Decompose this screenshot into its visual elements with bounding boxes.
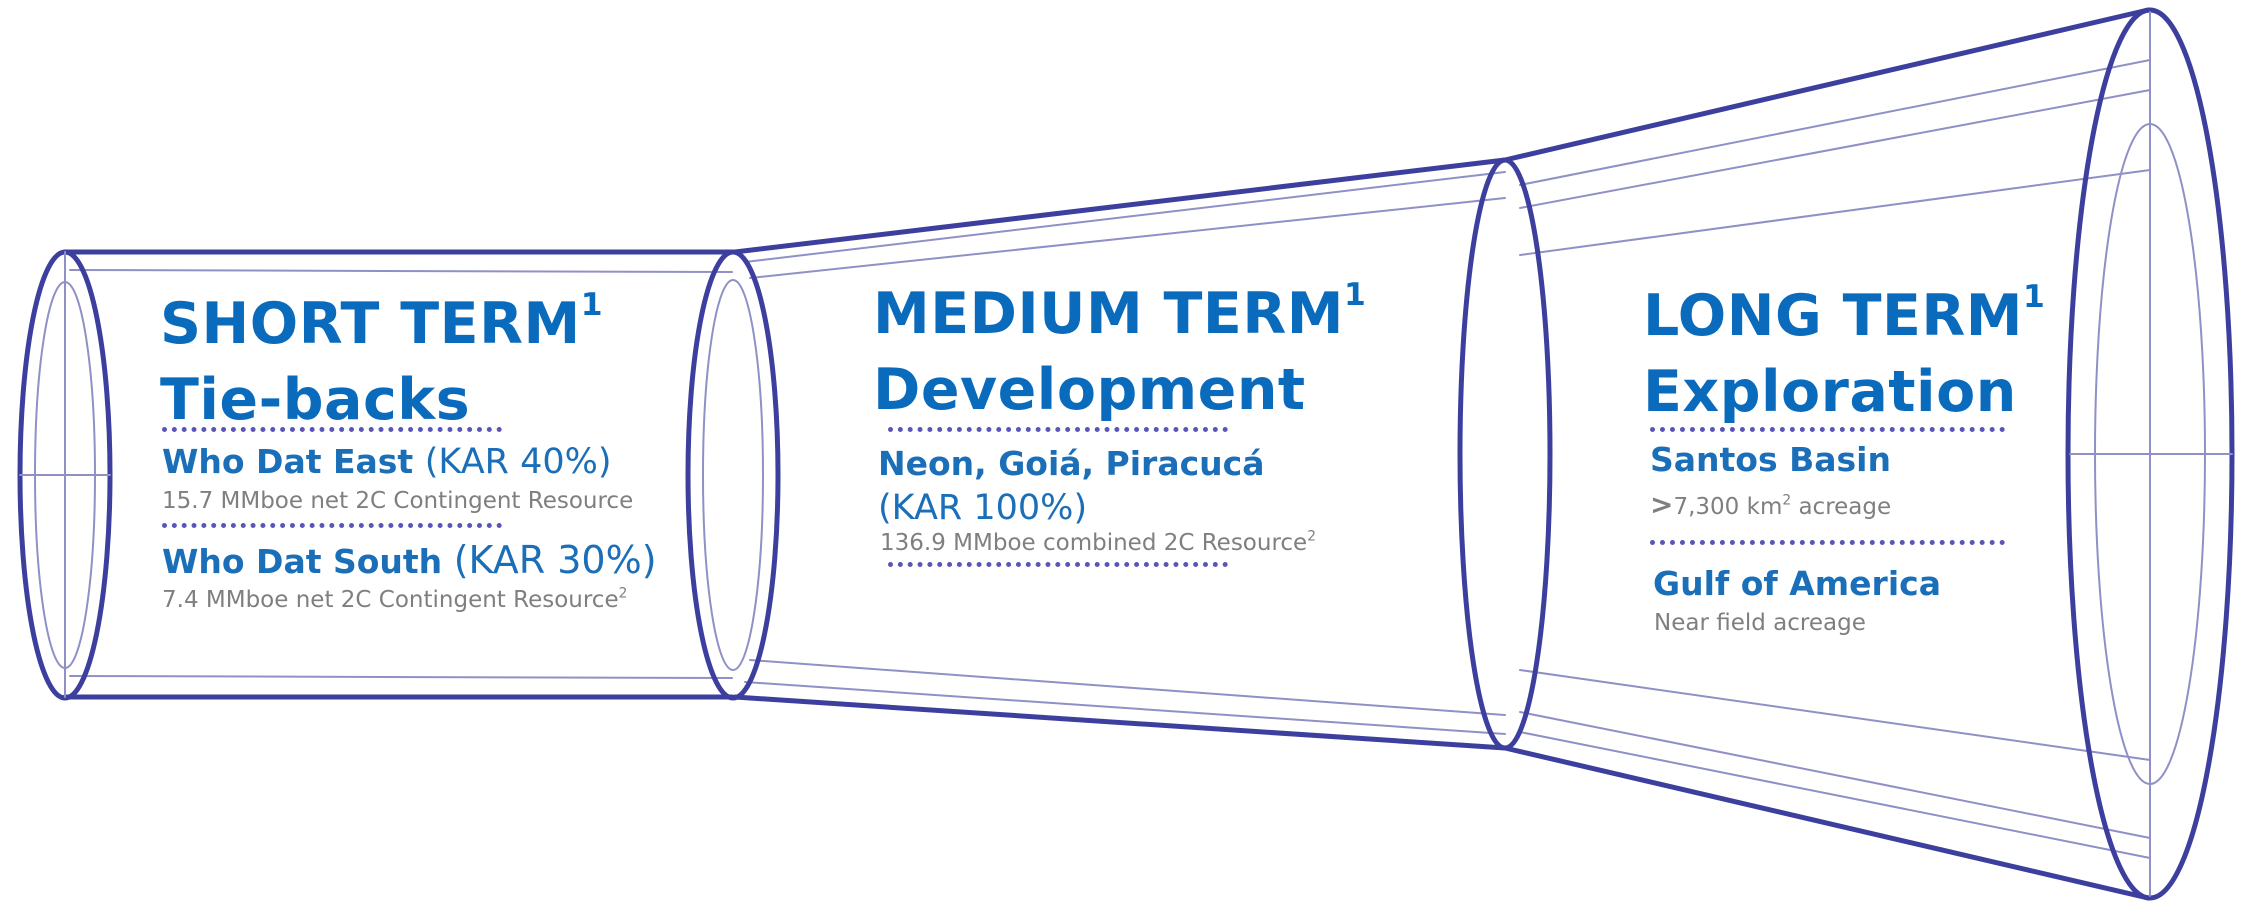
medium-term-cone (685, 157, 1508, 751)
long-term-title: LONG TERM1 (1643, 281, 2045, 349)
short-term-divider (162, 427, 502, 432)
medium-term-item-1-kar: (KAR 100%) (878, 488, 1088, 528)
long-term-item-1-detail: >7,300 km2 acreage (1650, 490, 1891, 522)
short-term-item-2: Who Dat South (KAR 30%) (162, 540, 657, 582)
medium-term-item-1-detail: 136.9 MMboe combined 2C Resource2 (880, 528, 1316, 558)
medium-term-item-1-footnote: 2 (1307, 528, 1316, 545)
long-term-item-2-name: Gulf of America (1653, 564, 1941, 603)
short-term-item-2-detail: 7.4 MMboe net 2C Contingent Resource2 (162, 585, 627, 615)
short-term-item-1-name: Who Dat East (162, 442, 414, 481)
medium-term-divider (888, 427, 1228, 432)
medium-term-title-footnote: 1 (1343, 276, 1367, 313)
short-term-item-2-kar: (KAR 30%) (453, 538, 657, 582)
medium-term-subtitle: Development (873, 357, 1306, 423)
long-term-cone (1457, 7, 2235, 901)
medium-term-title: MEDIUM TERM1 (873, 279, 1366, 347)
short-term-title-text: SHORT TERM (160, 291, 581, 357)
short-term-item-2-detail-text: 7.4 MMboe net 2C Contingent Resource (162, 587, 619, 613)
medium-term-item-1-kar-line: (KAR 100%) (878, 488, 1087, 528)
long-term-item-1-name: Santos Basin (1650, 440, 1891, 479)
long-term-item-2-detail: Near field acreage (1654, 610, 1866, 636)
long-term-item-1-detail-sup: 2 (1782, 492, 1792, 509)
long-term-title-footnote: 1 (2023, 278, 2046, 315)
medium-term-item-divider (888, 562, 1228, 567)
short-term-item-1-detail: 15.7 MMboe net 2C Contingent Resource (162, 488, 634, 514)
short-term-cylinder (17, 249, 735, 701)
short-term-item-1: Who Dat East (KAR 40%) (162, 442, 612, 482)
long-term-item-1-detail-suffix: acreage (1791, 494, 1892, 520)
long-term-item-1-detail-main: 7,300 km (1673, 494, 1783, 520)
short-term-item-divider (162, 523, 502, 528)
short-term-item-1-kar: (KAR 40%) (424, 442, 612, 482)
short-term-item-2-name: Who Dat South (162, 542, 443, 581)
long-term-item-divider (1650, 540, 2005, 545)
short-term-subtitle: Tie-backs (160, 367, 471, 433)
short-term-title-footnote: 1 (580, 286, 604, 323)
long-term-divider (1650, 427, 2005, 432)
long-term-title-text: LONG TERM (1643, 283, 2024, 349)
medium-term-item-1-detail-text: 136.9 MMboe combined 2C Resource (880, 530, 1308, 556)
medium-term-item-1-name: Neon, Goiá, Piracucá (878, 444, 1265, 483)
medium-term-title-text: MEDIUM TERM (873, 281, 1344, 347)
long-term-item-1-detail-prefix: > (1650, 488, 1674, 521)
long-term-subtitle: Exploration (1643, 359, 2017, 425)
short-term-item-2-footnote: 2 (618, 585, 628, 602)
short-term-title: SHORT TERM1 (160, 289, 603, 357)
